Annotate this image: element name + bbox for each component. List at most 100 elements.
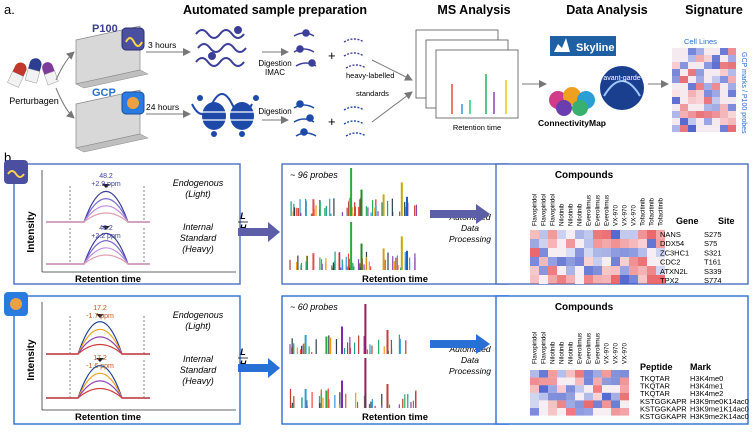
signature-cell <box>728 55 736 62</box>
signature-cell <box>680 55 688 62</box>
heatmap-cell <box>584 377 593 386</box>
signature-cell <box>728 83 736 90</box>
heatmap-cell <box>548 377 557 386</box>
chromatogram-box-bottom <box>13 295 241 425</box>
mz-top-2: 48.2 <box>99 225 113 232</box>
heatmap-cell <box>539 266 548 275</box>
signature-cell <box>728 69 736 76</box>
heatmap-cell <box>656 275 665 284</box>
signature-cell <box>672 90 680 97</box>
heatmap-cell <box>620 385 629 393</box>
spec-xlabel-bottom: Retention time <box>362 412 428 423</box>
heatmap-cell <box>593 370 602 378</box>
heatmap-cell <box>548 392 557 401</box>
signature-cell <box>704 48 712 55</box>
heatmap-cell <box>548 408 557 416</box>
heatmap-cell <box>584 385 593 393</box>
signature-cell <box>720 83 728 90</box>
row-label: ZC3HC1 <box>660 248 689 257</box>
signature-cell <box>672 97 680 104</box>
row-site-label: S339 <box>704 267 722 276</box>
connectivity-map-logo <box>549 87 595 116</box>
signature-cell <box>680 118 688 125</box>
heatmap-cell <box>584 248 593 257</box>
site-header: Site <box>718 216 735 226</box>
signature-cell <box>680 97 688 104</box>
heatmap-cell <box>611 257 620 266</box>
heatmap-cell <box>548 400 557 408</box>
is-bottom-3: (Heavy) <box>182 376 214 386</box>
heatmap-cell <box>620 370 629 378</box>
signature-cell <box>720 118 728 125</box>
auto-bottom-1: Automated <box>448 344 490 354</box>
compound-column-label: Everolimus <box>594 195 601 226</box>
signature-cell <box>704 55 712 62</box>
signature-cell <box>688 118 696 125</box>
signature-cell <box>704 90 712 97</box>
heatmap-cell <box>575 392 584 401</box>
signature-cell <box>728 48 736 55</box>
signature-cell <box>696 48 704 55</box>
heatmap-cell <box>566 385 575 393</box>
signature-cell <box>672 69 680 76</box>
heatmap-cell <box>611 275 620 284</box>
signature-cell <box>696 62 704 69</box>
arrow-bottom-1 <box>238 358 280 378</box>
heatmap-cell <box>539 257 548 266</box>
heatmap-cell <box>611 248 620 257</box>
heatmap-cell <box>629 266 638 275</box>
signature-cell <box>696 118 704 125</box>
signature-cell <box>728 118 736 125</box>
signature-cell <box>688 104 696 111</box>
mz-top-1: 48.2 <box>99 173 113 180</box>
heatmap-cell <box>611 370 620 378</box>
peptide-header: Peptide <box>640 362 673 372</box>
heatmap-cell <box>629 275 638 284</box>
signature-cell <box>720 97 728 104</box>
row-site-label: H3K4me0 <box>690 374 723 383</box>
signature-cell <box>728 111 736 118</box>
heatmap-cell <box>602 230 611 239</box>
row-site-label: H3K4me1 <box>690 382 723 391</box>
heatmap-cell <box>602 408 611 416</box>
heatmap-cell <box>647 257 656 266</box>
ms-xlabel: Retention time <box>453 123 501 132</box>
row-label: TKQTAR <box>640 374 670 383</box>
heatmap-cell <box>548 275 557 284</box>
signature-cell <box>712 90 720 97</box>
heatmap-cell <box>557 400 566 408</box>
heatmap-cell <box>584 257 593 266</box>
heatmap-cell <box>530 275 539 284</box>
heatmap-cell <box>530 248 539 257</box>
heatmap-cell <box>593 385 602 393</box>
heatmap-cell <box>629 230 638 239</box>
heatmap-cell <box>611 377 620 386</box>
lh-num-top: L <box>240 211 246 221</box>
heavy-label: heavy-labelled <box>346 71 394 80</box>
signature-cell <box>680 62 688 69</box>
signature-cell <box>696 97 704 104</box>
signature-cell <box>712 111 720 118</box>
heatmap-cell <box>584 400 593 408</box>
heatmap-cell <box>557 392 566 401</box>
is-bottom-1: Internal <box>183 354 214 364</box>
heatmap-cell <box>548 266 557 275</box>
signature-cell <box>696 111 704 118</box>
heatmap-cell <box>602 266 611 275</box>
p100-small-icon <box>4 160 28 184</box>
signature-cell <box>728 90 736 97</box>
row-site-label: H3K9me0K14ac0 <box>690 397 749 406</box>
heatmap-cell <box>611 385 620 393</box>
signature-cell <box>704 83 712 90</box>
heatmap-cell <box>539 385 548 393</box>
heatmap-cell <box>611 266 620 275</box>
heatmap-cell <box>575 370 584 378</box>
heatmap-cell <box>557 239 566 248</box>
heatmap-cell <box>593 239 602 248</box>
heatmap-cell <box>575 275 584 284</box>
row-label: NANS <box>660 230 681 239</box>
heatmap-cell <box>620 408 629 416</box>
heatmap-cell <box>602 400 611 408</box>
heatmap-cell <box>593 392 602 401</box>
heatmap-cell <box>530 239 539 248</box>
